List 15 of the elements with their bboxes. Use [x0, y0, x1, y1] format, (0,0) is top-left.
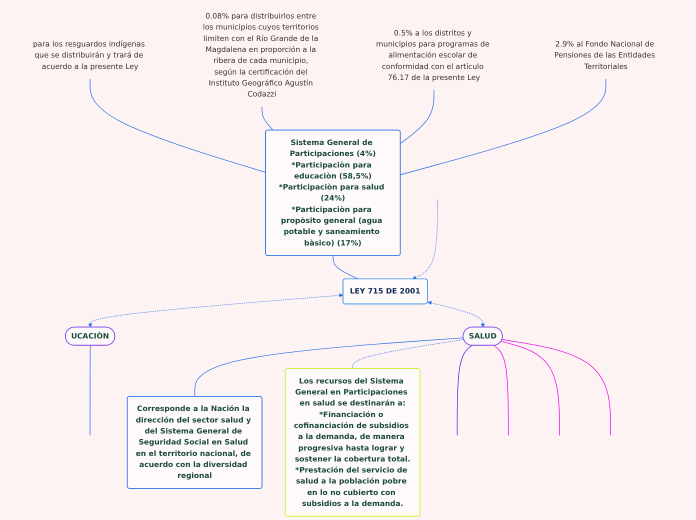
- connector-line: [494, 345, 509, 436]
- dashed-connector: [88, 293, 344, 328]
- connector-line: [90, 345, 91, 436]
- connector-line: [90, 78, 266, 173]
- connector-line: [400, 78, 606, 176]
- connector-line: [400, 90, 434, 144]
- connector-line: [194, 337, 464, 397]
- dashed-connector: [428, 300, 485, 328]
- dashed-connector: [352, 339, 464, 370]
- connector-line: [456, 345, 472, 436]
- connector-line: [500, 341, 560, 436]
- connector-line: [502, 339, 611, 436]
- connector-line: [262, 106, 274, 131]
- connector-line: [332, 255, 359, 280]
- dashed-connector: [412, 199, 438, 280]
